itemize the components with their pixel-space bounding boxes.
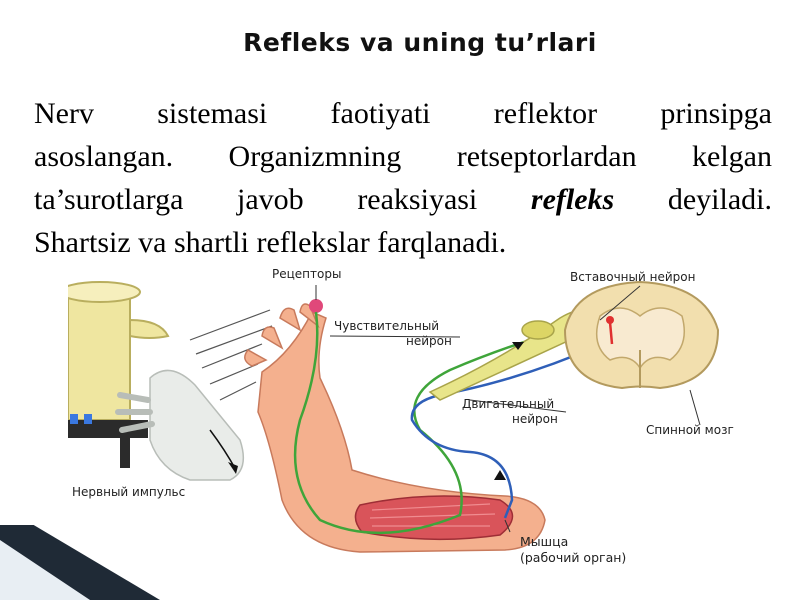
body-line-4: Shartsiz va shartli reflekslar farqlanad… [34, 226, 507, 259]
term-refleks: refleks [530, 183, 615, 216]
body-line-3: ta’surotlarga javob reaksiyasi refleks d… [34, 178, 772, 221]
label-receptors: Рецепторы [272, 267, 341, 281]
slide-title: Refleks va uning tu’rlari [243, 28, 597, 57]
body-line-2: asoslangan. Organizmning retseptorlardan… [34, 140, 772, 173]
label-sensory-neuron-1: Чувствительный [334, 319, 439, 333]
label-leader-lines [315, 285, 701, 533]
reflex-arc-illustration: Рецепторы Чувствительный нейрон Вставочн… [0, 267, 734, 600]
body-line-3-start: ta’surotlarga javob reaksiyasi [34, 183, 531, 216]
label-interneuron: Вставочный нейрон [570, 270, 695, 284]
label-muscle-2: (рабочий орган) [520, 550, 626, 565]
body-line-1: Nerv sistemasi faotiyati reflektor prins… [34, 97, 772, 130]
decorative-stripes [0, 285, 160, 600]
sensory-neuron-path [293, 311, 601, 535]
body-line-3-end: deyiladi. [614, 183, 772, 216]
label-sensory-neuron-2: нейрон [406, 334, 452, 348]
motion-lines [189, 309, 273, 401]
label-motor-neuron-2: нейрон [512, 412, 558, 426]
spinal-cord-image [563, 280, 720, 390]
label-spinal-cord: Спинной мозг [646, 423, 734, 437]
label-nerve-impulse: Нервный импульс [72, 485, 185, 499]
impulse-arrows [228, 342, 524, 480]
hot-pot-image [59, 281, 170, 468]
muscle-image [354, 495, 514, 541]
label-muscle-1: Мышца [520, 534, 568, 549]
nerve-impulse-arrow-line [209, 429, 237, 471]
slide-body-text: Nerv sistemasi faotiyati reflektor prins… [34, 92, 772, 264]
receptor-marker [309, 299, 323, 313]
ghost-hand-image [115, 369, 245, 481]
arm-image [244, 303, 546, 553]
motor-neuron-path [410, 343, 601, 519]
label-motor-neuron-1: Двигательный [462, 397, 554, 411]
